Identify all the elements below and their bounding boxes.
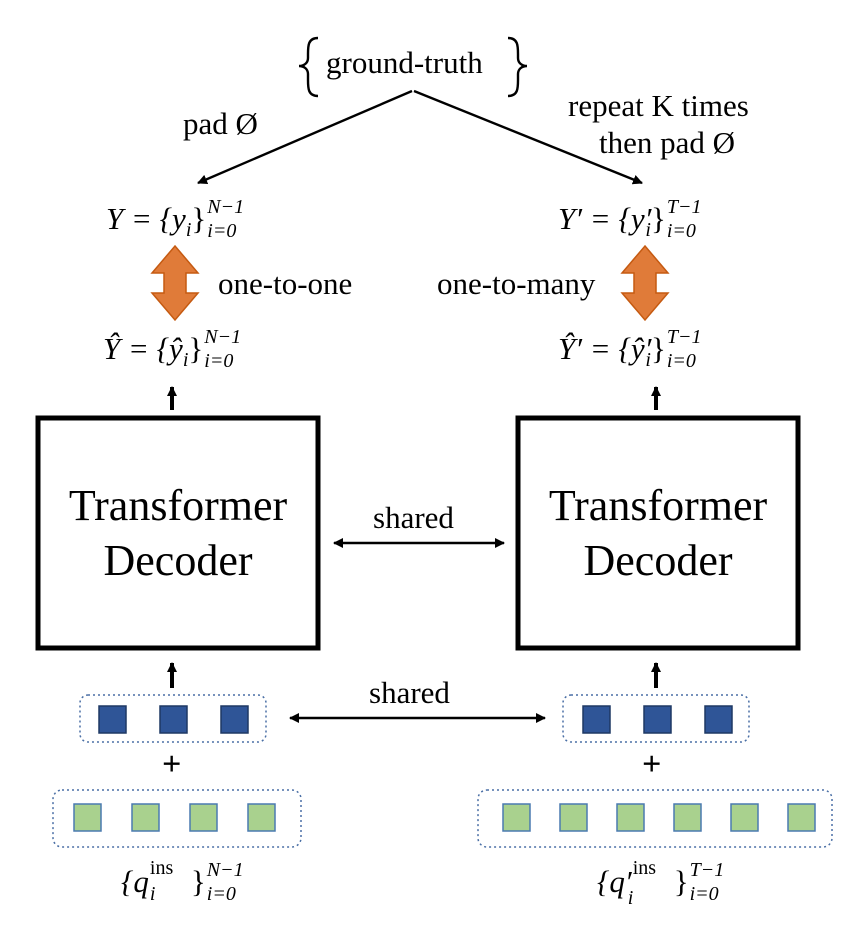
left-y-close: }: [191, 201, 207, 236]
right-yhat-sub2: i=0: [666, 350, 696, 372]
right-position-query-square: [616, 803, 645, 832]
left-prediction-set: Ŷ = {ŷi} N−1 i=0: [103, 327, 255, 372]
right-query-sub: i: [627, 887, 634, 909]
right-position-query-square: [673, 803, 702, 832]
right-position-query-group: [477, 789, 833, 848]
left-y-math: Y = {y: [106, 201, 186, 236]
left-query-set: {q ins i } N−1 i=0: [121, 858, 258, 904]
right-plus-sign: +: [642, 746, 662, 783]
left-position-query-square: [247, 803, 276, 832]
right-y-sub: i: [645, 219, 651, 242]
pad-left-label: pad Ø: [183, 106, 258, 141]
right-yhat-sup: T−1: [666, 326, 702, 348]
right-brace: [507, 36, 528, 98]
shared-query-label: shared: [369, 675, 450, 710]
left-position-query-square: [131, 803, 160, 832]
right-position-query-square: [559, 803, 588, 832]
left-position-query-square: [189, 803, 218, 832]
left-content-query-square: [98, 705, 127, 734]
right-query-sub2: i=0: [689, 883, 719, 905]
right-y-sup: T−1: [666, 196, 702, 218]
left-query-sup: ins: [149, 857, 174, 879]
right-query-set: {q′ ins i } T−1 i=0: [597, 858, 741, 908]
one-to-one-match-arrow: [150, 244, 200, 322]
right-y-prime: ′: [644, 201, 652, 236]
left-yhat-sup: N−1: [204, 326, 242, 348]
right-decoder-line2: Decoder: [583, 536, 733, 585]
right-prediction-set: Ŷ′ = {ŷ′i} T−1 i=0: [558, 327, 718, 372]
query-squares: [73, 705, 816, 832]
left-decoder-line2: Decoder: [103, 536, 253, 585]
right-query-math: {q′: [597, 864, 632, 899]
left-query-close: }: [190, 864, 206, 899]
one-to-one-label: one-to-one: [218, 266, 353, 301]
right-position-query-square: [502, 803, 531, 832]
right-yhat-math: Ŷ′ = {ŷ: [558, 331, 645, 366]
right-yhat-close: }: [650, 331, 666, 366]
left-query-math: {q: [121, 864, 149, 899]
left-content-query-square: [220, 705, 249, 734]
left-query-sub2: i=0: [206, 883, 236, 905]
left-plus-sign: +: [162, 746, 182, 783]
left-ground-truth-set: Y = {yi} N−1 i=0: [106, 197, 258, 242]
left-y-sup: N−1: [207, 196, 245, 218]
ground-truth-label: ground-truth: [326, 45, 483, 80]
left-query-sup2: N−1: [206, 859, 244, 881]
right-decoder-line1: Transformer: [548, 481, 768, 530]
right-query-close: }: [673, 864, 689, 899]
pad-right-label-line1: repeat K times: [568, 88, 749, 123]
left-yhat-close: }: [188, 331, 204, 366]
right-query-sup2: T−1: [689, 859, 725, 881]
right-decoder-box: [515, 415, 801, 651]
one-to-many-match-arrow: [620, 244, 670, 322]
right-position-query-square: [730, 803, 759, 832]
right-content-query-square: [643, 705, 672, 734]
right-content-query-group: [562, 694, 750, 743]
right-content-query-square: [704, 705, 733, 734]
shared-decoder-label: shared: [373, 500, 454, 535]
left-yhat-sub: i: [182, 349, 189, 372]
left-decoder-title: Transformer Decoder: [38, 478, 318, 588]
left-query-sub: i: [149, 883, 156, 905]
left-decoder-line1: Transformer: [68, 481, 288, 530]
one-to-many-label: one-to-many: [437, 266, 596, 301]
pad-right-arrow: [413, 89, 643, 185]
pad-left-arrow: [197, 89, 413, 185]
right-position-query-square: [787, 803, 816, 832]
right-yhat-sub: i: [645, 349, 651, 372]
left-brace: [298, 36, 319, 98]
right-decoder-title: Transformer Decoder: [518, 478, 798, 588]
left-position-query-square: [73, 803, 102, 832]
left-y-sub: i: [185, 219, 192, 242]
right-y-sub2: i=0: [666, 220, 696, 242]
right-ground-truth-set: Y′ = {y′i} T−1 i=0: [558, 197, 718, 242]
right-y-math: Y′ = {y: [558, 201, 645, 236]
right-y-close: }: [650, 201, 666, 236]
right-content-query-square: [582, 705, 611, 734]
left-y-sub2: i=0: [207, 220, 237, 242]
left-position-query-group: [52, 789, 302, 848]
right-yhat-prime: ′: [644, 331, 652, 366]
left-content-query-group: [79, 694, 267, 743]
left-content-query-square: [159, 705, 188, 734]
left-decoder-box: [35, 415, 321, 651]
left-yhat-sub2: i=0: [204, 350, 234, 372]
left-yhat-math: Ŷ = {ŷ: [103, 331, 183, 366]
right-query-sup: ins: [632, 857, 657, 879]
pad-right-label-line2: then pad Ø: [599, 125, 736, 160]
